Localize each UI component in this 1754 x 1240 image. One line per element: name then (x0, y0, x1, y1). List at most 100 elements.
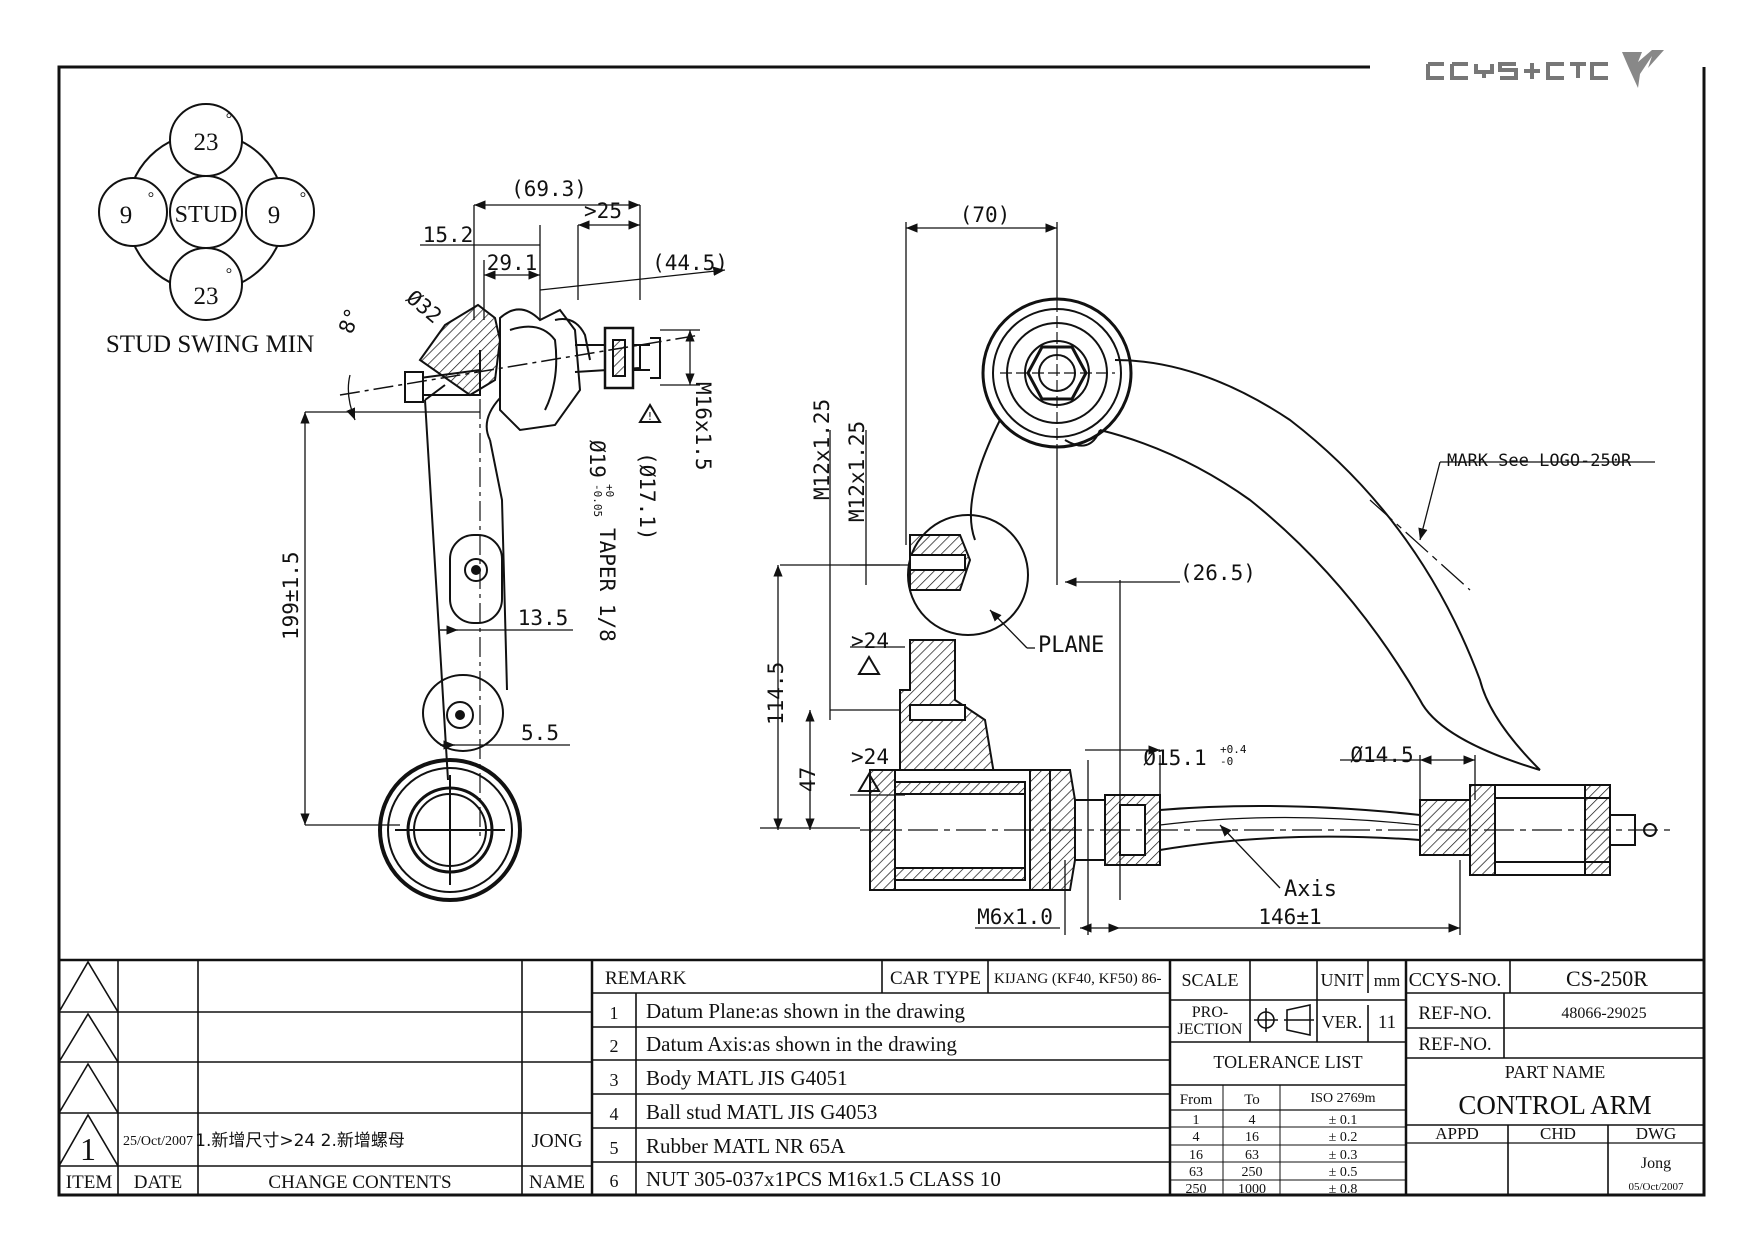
swing-caption: STUD SWING MIN (106, 331, 314, 358)
car-type-value: KIJANG (KF40, KF50) 86- (994, 971, 1162, 987)
dim-13-5: 13.5 (518, 606, 569, 630)
swing-top-value: 23 (194, 129, 219, 156)
part-name-value: CONTROL ARM (1458, 1090, 1651, 1120)
swing-bottom-value: 23 (194, 283, 219, 310)
tol-value: ± 0.8 (1329, 1182, 1358, 1197)
version-label: VER. (1322, 1012, 1363, 1032)
dim-phi15-tol-upper: +0.4 (1220, 743, 1247, 756)
revision-change-1: 1.新增尺寸>24 2.新增螺母 (195, 1131, 405, 1151)
dim-angle-8: 8° (334, 305, 365, 337)
tol-from: 1 (1193, 1113, 1200, 1128)
remark-no-1: 1 (610, 1003, 619, 1023)
front-view-dimensions (760, 222, 1655, 935)
appd-label: APPD (1435, 1124, 1478, 1143)
header-change-contents: CHANGE CONTENTS (268, 1172, 451, 1193)
dim-taper: TAPER 1/8 (595, 528, 619, 642)
remark-no-5: 5 (610, 1138, 619, 1158)
dim-29-1: 29.1 (487, 251, 538, 275)
dim-m12-b: M12x1.25 (845, 421, 869, 522)
remark-text-4: Ball stud MATL JIS G4053 (646, 1100, 877, 1124)
axis-label: Axis (1284, 877, 1337, 902)
dim-m12-a: M12x1.25 (810, 399, 834, 500)
remark-text-5: Rubber MATL NR 65A (646, 1134, 846, 1158)
remark-no-4: 4 (610, 1104, 619, 1124)
plane-label: PLANE (1038, 633, 1104, 658)
car-type-label: CAR TYPE (890, 968, 981, 989)
projection-label-2: JECTION (1178, 1021, 1243, 1038)
remark-text-2: Datum Axis:as shown in the drawing (646, 1032, 957, 1056)
tol-header-to: To (1244, 1092, 1260, 1108)
side-view-drawing (339, 303, 701, 902)
unit-value: mm (1374, 971, 1400, 990)
dim-44-5: (44.5) (652, 251, 728, 275)
mark-note: MARK See LOGO-250R (1447, 451, 1632, 471)
dim-phi19-tol-lower: -0.05 (591, 484, 604, 517)
dim-m16: M16x1.5 (691, 382, 715, 471)
stud-swing-diagram (98, 103, 315, 321)
tol-value: ± 0.5 (1329, 1165, 1358, 1180)
dim-25: >25 (584, 199, 622, 223)
header-date: DATE (134, 1172, 183, 1193)
third-angle-projection-icon (1254, 1004, 1314, 1036)
front-view-drawing (860, 297, 1670, 891)
version-value: 11 (1378, 1012, 1396, 1033)
dim-phi19: Ø19 (585, 440, 609, 478)
dim-m6: M6x1.0 (977, 905, 1053, 929)
tol-from: 63 (1189, 1165, 1203, 1180)
revision-date-1: 25/Oct/2007 (123, 1134, 193, 1149)
header-name: NAME (529, 1172, 585, 1193)
dim-70: (70) (960, 203, 1011, 227)
dim-199: 199±1.5 (279, 551, 303, 640)
tol-to: 4 (1249, 1113, 1256, 1128)
tol-header-from: From (1180, 1092, 1213, 1108)
dim-15-2: 15.2 (423, 223, 474, 247)
dim-phi15-tol-lower: -0 (1220, 755, 1233, 768)
dim-phi14-5: Ø14.5 (1350, 743, 1413, 767)
tol-to: 250 (1242, 1165, 1263, 1180)
dim-phi19-tol-upper: +0 (603, 484, 616, 497)
remark-text-6: NUT 305-037x1PCS M16x1.5 CLASS 10 (646, 1167, 1001, 1191)
dim-phi17: (Ø17.1) (635, 452, 659, 541)
tol-value: ± 0.3 (1329, 1148, 1358, 1163)
swing-right-value: 9 (268, 202, 281, 229)
swing-degree-bottom: ° (226, 266, 232, 283)
tol-header-iso: ISO 2769m (1311, 1091, 1376, 1106)
dim-gt24-b: >24 (851, 745, 889, 769)
scale-label: SCALE (1181, 970, 1238, 990)
svg-text:!: ! (648, 410, 652, 423)
tolerance-title: TOLERANCE LIST (1213, 1052, 1362, 1072)
swing-left-value: 9 (120, 202, 133, 229)
ccys-no-value: CS-250R (1566, 966, 1648, 991)
side-view-dimensions (300, 200, 726, 826)
ccys-no-label: CCYS-NO. (1409, 969, 1502, 991)
dim-69-3: (69.3) (511, 177, 587, 201)
revision-name-1: JONG (531, 1130, 582, 1152)
dwg-name: Jong (1641, 1155, 1671, 1172)
tol-to: 1000 (1238, 1182, 1266, 1197)
revision-item-1: 1 (80, 1131, 96, 1167)
tol-from: 16 (1189, 1148, 1203, 1163)
swing-degree-left: ° (148, 190, 154, 207)
ref-no-label-2: REF-NO. (1418, 1034, 1491, 1055)
company-logo (1426, 50, 1664, 88)
warning-triangle-icon (857, 655, 881, 675)
tol-from: 250 (1186, 1182, 1207, 1197)
remark-header: REMARK (605, 968, 687, 989)
projection-label-1: PRO- (1192, 1004, 1228, 1021)
swing-degree-top: ° (226, 111, 232, 128)
dwg-date: 05/Oct/2007 (1629, 1181, 1684, 1193)
sheet-border (57, 65, 1706, 1197)
tol-to: 63 (1245, 1148, 1259, 1163)
part-name-label: PART NAME (1505, 1062, 1605, 1082)
dim-47: 47 (796, 767, 820, 792)
dim-26-5: (26.5) (1180, 561, 1256, 585)
tolerance-rows: 1 4 ± 0.1 4 16 ± 0.2 16 63 ± 0.3 63 250 … (1186, 1113, 1358, 1197)
ref-no-label-1: REF-NO. (1418, 1003, 1491, 1024)
remark-text-3: Body MATL JIS G4051 (646, 1066, 848, 1090)
swing-center-label: STUD (175, 202, 238, 228)
chd-label: CHD (1540, 1124, 1576, 1143)
swing-degree-right: ° (300, 190, 306, 207)
tol-to: 16 (1245, 1130, 1259, 1145)
title-block-grid (58, 958, 1704, 1195)
